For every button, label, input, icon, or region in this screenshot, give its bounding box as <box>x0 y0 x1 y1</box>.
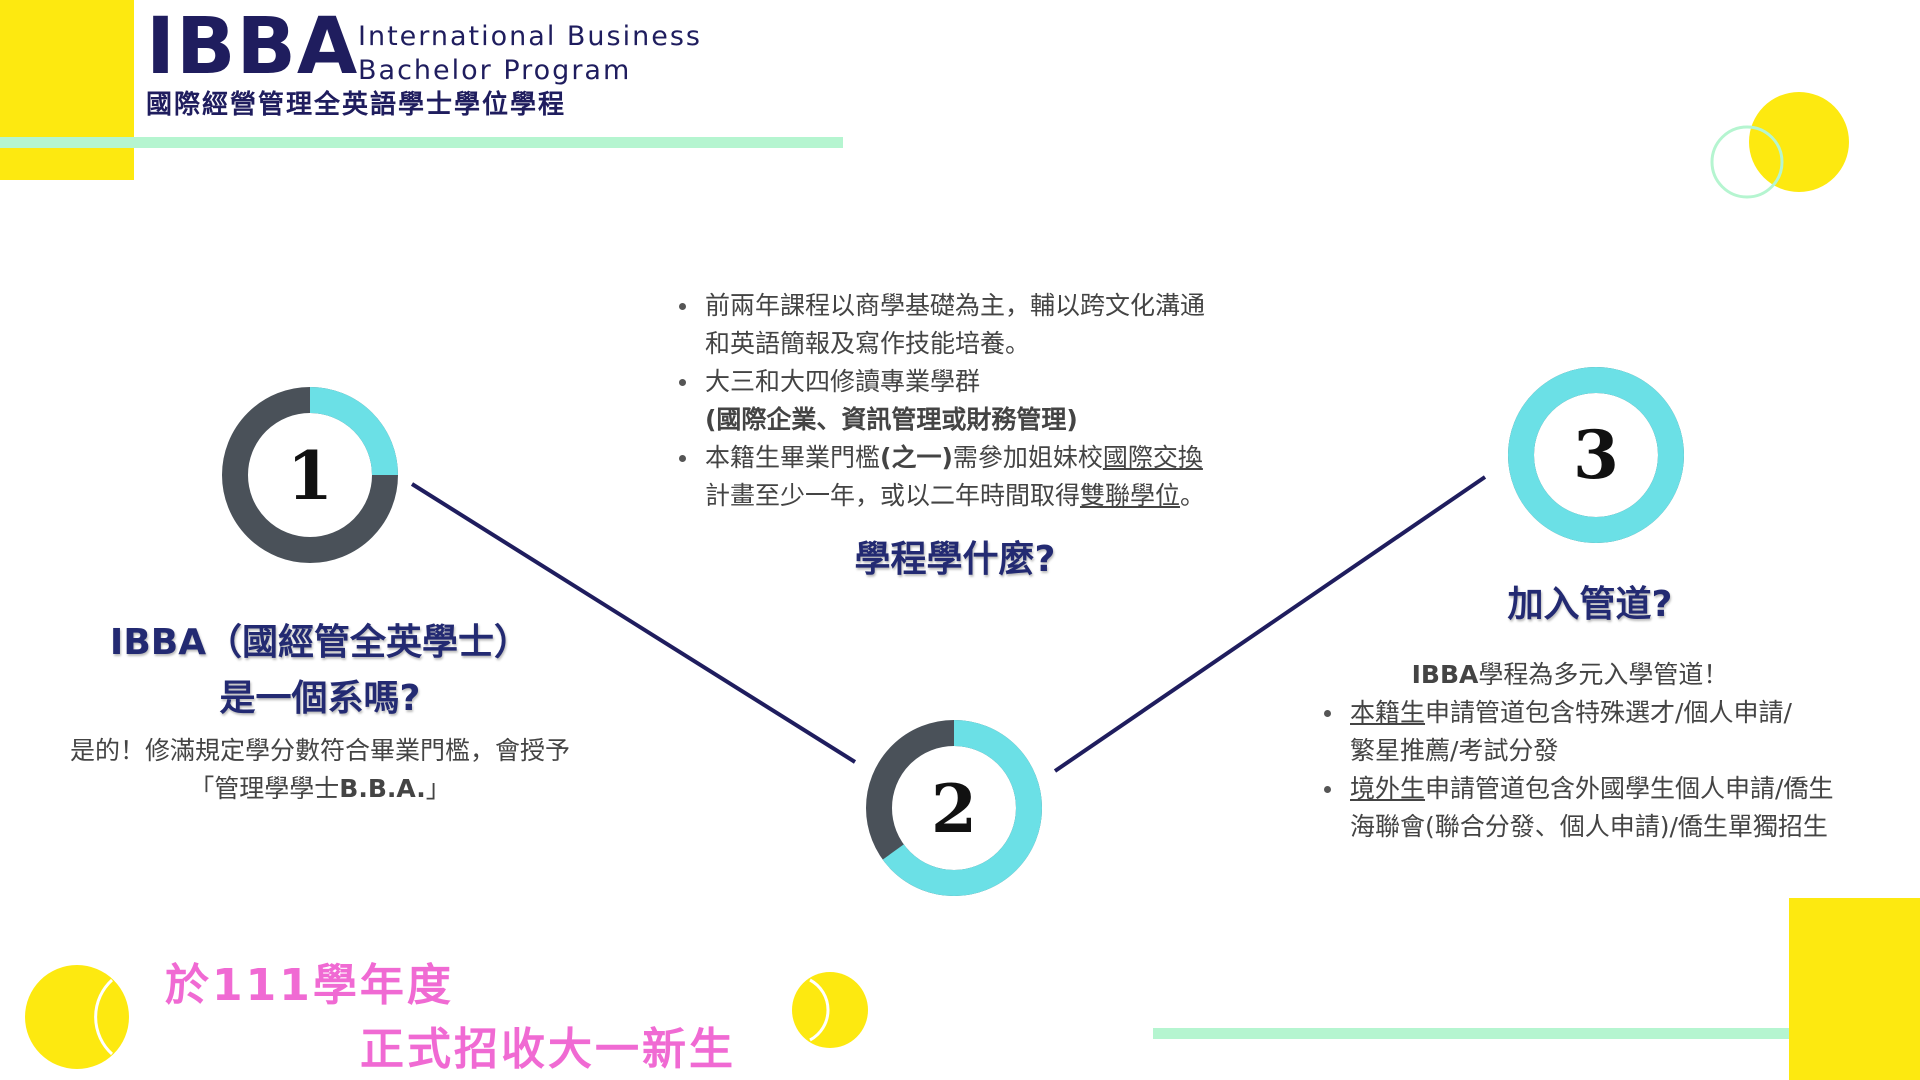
degree-abbrev: B.B.A. <box>339 774 426 803</box>
step-2-bullets: 前兩年課程以商學基礎為主，輔以跨文化溝通 和英語簡報及寫作技能培養。 大三和大四… <box>675 287 1275 515</box>
list-item: 本籍生畢業門檻(之一)需參加姐妹校國際交換 計畫至少一年，或以二年時間取得雙聯學… <box>675 439 1275 515</box>
step-2-ring <box>866 720 1042 896</box>
degree-suffix: 」 <box>425 774 451 803</box>
step-3-number: 3 <box>1573 416 1619 494</box>
bullet-line: 和英語簡報及寫作技能培養。 <box>705 329 1031 358</box>
bullet-line: 大三和大四修讀專業學群 <box>705 367 981 396</box>
domestic-student-link[interactable]: 本籍生 <box>1350 698 1426 727</box>
overseas-student-link[interactable]: 境外生 <box>1350 774 1426 803</box>
step-1-body-line2: 「管理學學士B.B.A.」 <box>30 770 610 808</box>
step-3-body: IBBA學程為多元入學管道！ 本籍生申請管道包含特殊選才/個人申請/ 繁星推薦/… <box>1320 656 1900 846</box>
bullet-line: 本籍生申請管道包含特殊選才/個人申請/ <box>1350 694 1900 732</box>
program-chinese-name: 國際經營管理全英語學士學位學程 <box>146 90 567 120</box>
text-span: IBBA <box>1411 660 1479 689</box>
text-span: 學程為多元入學管道！ <box>1478 660 1729 689</box>
step-1-body: 是的！修滿規定學分數符合畢業門檻，會授予 「管理學學士B.B.A.」 <box>30 732 610 808</box>
yellow-corner-block-bottom <box>1789 898 1920 1080</box>
step-1-number: 1 <box>287 437 333 515</box>
dual-degree-link[interactable]: 雙聯學位 <box>1080 481 1181 510</box>
list-item: 大三和大四修讀專業學群 (國際企業、資訊管理或財務管理) <box>675 363 1275 439</box>
text-span: 申請管道包含特殊選才/個人申請/ <box>1425 698 1792 727</box>
step-1-heading-line2: 是一個系嗎? <box>219 678 421 719</box>
announcement-line2: 正式招收大一新生 <box>360 1024 736 1075</box>
ball-seam <box>94 978 114 1056</box>
text-span: (之一) <box>880 443 953 472</box>
program-english-name: International Business Bachelor Program <box>358 20 702 88</box>
bullet-line: 計畫至少一年，或以二年時間取得雙聯學位。 <box>705 477 1275 515</box>
text-span: 申請管道包含外國學生個人申請/僑生 <box>1425 774 1834 803</box>
connector-line-1-2 <box>410 482 857 764</box>
step-3-intro: IBBA學程為多元入學管道！ <box>1320 656 1900 694</box>
ring-progress <box>222 387 398 563</box>
step-1-heading-line1: IBBA（國經管全英學士） <box>109 622 531 663</box>
ring-progress <box>866 720 1042 896</box>
bullet-line: 海聯會(聯合分發、個人申請)/僑生單獨招生 <box>1350 812 1828 841</box>
bullet-line: (國際企業、資訊管理或財務管理) <box>705 405 1078 434</box>
step-3-heading: 加入管道? <box>1507 584 1673 625</box>
announcement-line1: 於111學年度 <box>165 960 454 1011</box>
yellow-circle <box>1749 92 1849 192</box>
program-english-line2: Bachelor Program <box>358 55 632 86</box>
step-1-body-line1: 是的！修滿規定學分數符合畢業門檻，會授予 <box>69 736 570 765</box>
connector-line-2-3 <box>1053 475 1487 773</box>
ibba-logo: IBBA <box>146 2 359 92</box>
step-2-heading: 學程學什麼? <box>854 539 1056 580</box>
ring-progress <box>1508 367 1684 543</box>
bullet-line: 繁星推薦/考試分發 <box>1350 736 1559 765</box>
step-2-number: 2 <box>931 770 977 848</box>
step-1-ring <box>222 387 398 563</box>
exchange-link[interactable]: 國際交換 <box>1102 443 1203 472</box>
step-3-ring <box>1508 367 1684 543</box>
header-underline-bar <box>0 137 843 148</box>
yellow-circle <box>25 965 129 1069</box>
text-span: 本籍生畢業門檻 <box>705 443 881 472</box>
decorative-tennis-ball-left <box>25 965 129 1069</box>
yellow-corner-block <box>0 0 134 180</box>
ball-seam <box>809 978 830 1042</box>
bullet-line: 本籍生畢業門檻(之一)需參加姐妹校國際交換 <box>705 439 1275 477</box>
decorative-tennis-ball-mid <box>792 972 868 1048</box>
text-span: 需參加姐妹校 <box>952 443 1103 472</box>
step-1-heading: IBBA（國經管全英學士） 是一個系嗎? <box>40 615 600 727</box>
mint-circle-outline <box>1710 125 1784 199</box>
list-item: 本籍生申請管道包含特殊選才/個人申請/ 繁星推薦/考試分發 <box>1320 694 1900 770</box>
text-span: 計畫至少一年，或以二年時間取得 <box>705 481 1081 510</box>
bullet-line: 前兩年課程以商學基礎為主，輔以跨文化溝通 <box>705 291 1206 320</box>
list-item: 境外生申請管道包含外國學生個人申請/僑生 海聯會(聯合分發、個人申請)/僑生單獨… <box>1320 770 1900 846</box>
decorative-circles-top-right <box>1710 92 1849 199</box>
bullet-line: 境外生申請管道包含外國學生個人申請/僑生 <box>1350 770 1900 808</box>
footer-bar <box>1153 1028 1920 1039</box>
text-span: 。 <box>1180 481 1206 510</box>
list-item: 前兩年課程以商學基礎為主，輔以跨文化溝通 和英語簡報及寫作技能培養。 <box>675 287 1275 363</box>
program-english-line1: International Business <box>358 21 702 52</box>
degree-prefix: 「管理學學士 <box>189 774 340 803</box>
yellow-circle <box>792 972 868 1048</box>
